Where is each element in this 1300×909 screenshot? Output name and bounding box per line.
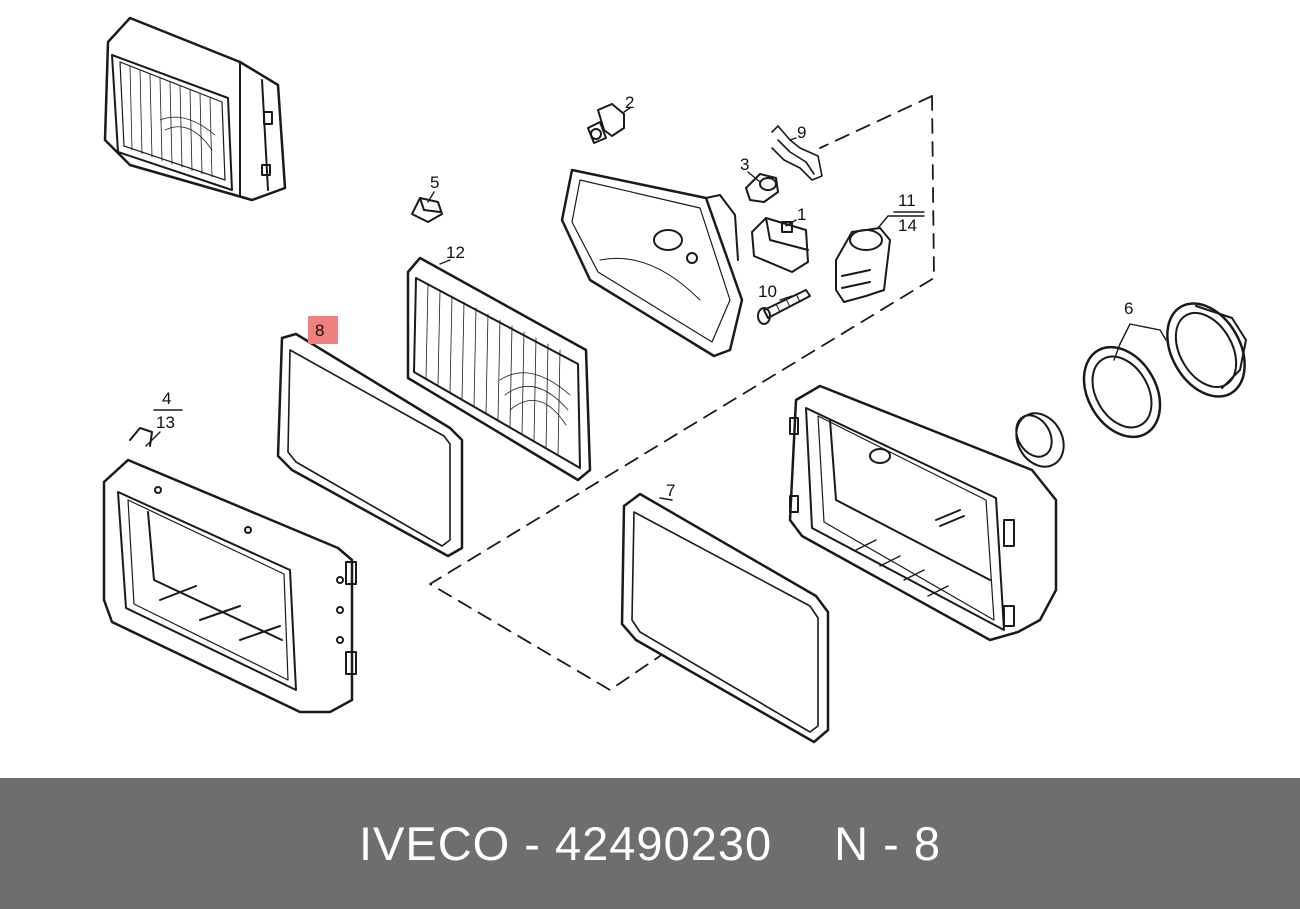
callout-4: 4	[162, 389, 171, 408]
part-6-ring-seals	[1082, 302, 1247, 439]
callout-12: 12	[446, 243, 465, 262]
subassembly-boundary-dashed-top	[819, 95, 933, 149]
callout-10: 10	[758, 282, 777, 301]
position-separator: -	[883, 817, 900, 870]
callout-13: 13	[156, 413, 175, 432]
part-8-gasket	[276, 332, 464, 558]
reflector-illustration	[560, 168, 744, 358]
exploded-headlamp-diagram: 2 9 3 1 11 14 10 5 12 8 4 13 7 6	[102, 16, 1247, 744]
leader-lines	[145, 107, 1167, 501]
footer-space	[541, 816, 555, 871]
callout-14: 14	[898, 216, 917, 235]
subassembly-boundary-dashed	[429, 95, 935, 691]
footer-space-2	[869, 816, 883, 871]
callout-6: 6	[1124, 299, 1133, 318]
part-number: 42490230	[555, 817, 773, 870]
callout-2: 2	[625, 93, 634, 112]
part-2-bulb-holder	[587, 103, 625, 144]
callout-5: 5	[430, 173, 439, 192]
brand-separator: -	[524, 817, 541, 870]
part-1-connector	[751, 217, 809, 273]
footer-separator	[510, 816, 524, 871]
headlamp-assembly-illustration	[103, 16, 287, 202]
position-prefix: N	[834, 817, 870, 870]
rear-housing-illustration	[788, 384, 1058, 642]
part-11-14-socket-connector	[835, 227, 891, 303]
callout-8: 8	[315, 321, 324, 340]
callout-8-highlight	[308, 316, 338, 344]
part-9-clip	[771, 125, 823, 181]
callout-1: 1	[797, 205, 806, 224]
footer-space-3	[900, 816, 914, 871]
part-3-socket	[745, 173, 779, 203]
callout-11: 11	[898, 191, 916, 210]
part-4-13-housing-frame	[102, 427, 357, 714]
callout-7: 7	[666, 481, 675, 500]
part-12-lens	[406, 256, 592, 482]
brand-name: IVECO	[358, 817, 511, 870]
part-7-gasket	[620, 492, 830, 744]
part-info-footer: IVECO - 42490230 N - 8	[0, 778, 1300, 909]
round-cap-illustration	[1015, 412, 1065, 468]
position-number: 8	[913, 817, 942, 870]
part-5-small-clip	[411, 197, 443, 223]
callout-3: 3	[740, 155, 749, 174]
callout-9: 9	[797, 123, 806, 142]
